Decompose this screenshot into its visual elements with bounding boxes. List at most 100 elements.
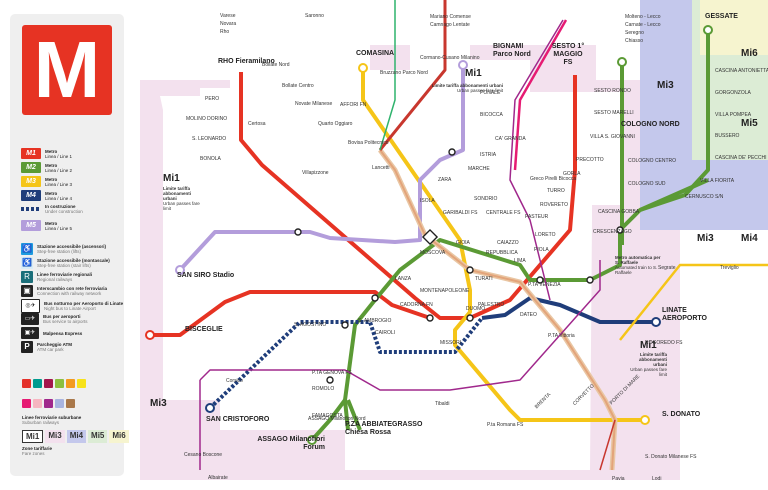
station-s-leonardo[interactable]: S. LEONARDO (192, 136, 227, 142)
station-gioia[interactable]: GIOIA (456, 240, 470, 246)
station-bussero[interactable]: BUSSERO (715, 133, 740, 139)
station-repubblica[interactable]: REPUBBLICA (486, 250, 518, 256)
station-piola[interactable]: PIOLA (534, 247, 549, 253)
zone-label-mi3-right: Mi3 (697, 233, 714, 244)
dashed-line-icon (21, 207, 41, 211)
station-precotto[interactable]: PRECOTTO (576, 157, 604, 163)
station-villa-pompea[interactable]: VILLA POMPEA (715, 112, 752, 118)
terminal-sesto[interactable]: SESTO 1° MAGGIO FS (551, 43, 585, 66)
station-pza-genova[interactable]: P.TA GENOVA FS (312, 370, 352, 376)
station-assago-nord[interactable]: ASSAGO Milanofiori Nord (308, 416, 366, 422)
station-cadorna[interactable]: CADORNA FN (400, 302, 433, 308)
station-moscova[interactable]: MOSCOVA (420, 250, 446, 256)
station-turati[interactable]: TURATI (475, 276, 493, 282)
destination-pavia: Pavia (612, 476, 625, 482)
station-villa-s-giovanni[interactable]: VILLA S. GIOVANNI (590, 134, 635, 140)
station-bollate-nord[interactable]: Bollate Nord (262, 62, 290, 68)
station-cairoli[interactable]: CAIROLI (375, 330, 396, 336)
station-corsico[interactable]: Corsico (226, 378, 243, 384)
station-segrate[interactable]: Segrate (658, 265, 676, 271)
destination-rho: Rho (220, 29, 230, 35)
station-pasteur[interactable]: PASTEUR (525, 214, 549, 220)
station-isola[interactable]: ISOLA (420, 198, 435, 204)
station-romolo[interactable]: ROMOLO (312, 386, 335, 392)
station-greco[interactable]: Greco Pirelli Bicocca (530, 176, 577, 182)
station-marche[interactable]: MARCHE (468, 166, 490, 172)
station-duomo[interactable]: DUOMO (466, 306, 486, 312)
station-cologno-centro[interactable]: COLOGNO CENTRO (628, 158, 677, 164)
station-pero[interactable]: PERO (205, 96, 220, 102)
regional-rail-icon: R (21, 271, 33, 283)
station-ca-granda[interactable]: CA' GRANDA (495, 136, 526, 142)
station-cascina-de-pecchi[interactable]: CASCINA DE' PECCHI (715, 155, 767, 161)
station-sesto-rondo[interactable]: SESTO RONDO (594, 88, 631, 94)
station-tibaldi[interactable]: Tibaldi (435, 401, 450, 407)
station-cernusco[interactable]: CERNUSCO S/N (685, 194, 724, 200)
station-cormano[interactable]: Cormano-Cusano Milanino (420, 55, 480, 61)
destination-carnate: Carnate - Lecco (625, 22, 661, 28)
destination-lodi: Lodi (652, 476, 662, 482)
station-istria[interactable]: ISTRIA (480, 152, 497, 158)
terminal-s-donato[interactable]: S. DONATO (662, 411, 701, 418)
legend-step-free-lifts: ♿ Stazione accessibile (ascensori)Step-f… (21, 243, 107, 255)
station-p-vittoria[interactable]: P.TA Vittoria (548, 333, 575, 339)
station-cascina-gobba[interactable]: CASCINA GOBBA (598, 209, 640, 215)
station-bonola[interactable]: BONOLA (200, 156, 221, 162)
station-famagosta[interactable]: FAMAGOSTA (312, 413, 343, 419)
station-montenapoleone[interactable]: MONTENAPOLEONE (420, 288, 470, 294)
station-centrale[interactable]: CENTRALE FS (486, 210, 521, 216)
station-dateo[interactable]: DATEO (520, 312, 537, 318)
station-s-agostino[interactable]: S. AGOSTINO (294, 322, 327, 328)
station-p-venezia[interactable]: P.TA VENEZIA (528, 282, 561, 288)
station-cologno-sud[interactable]: COLOGNO SUD (628, 181, 666, 187)
terminal-abbiategrasso[interactable]: P.ZA ABBIATEGRASSO Chiesa Rossa (345, 421, 423, 436)
station-quarto-oggiaro[interactable]: Quarto Oggiaro (318, 121, 353, 127)
terminal-cologno-nord[interactable]: COLOGNO NORD (621, 121, 680, 128)
station-lancetti[interactable]: Lancetti (372, 165, 390, 171)
station-cascina-antonietta[interactable]: CASCINA ANTONIETTA (715, 68, 768, 74)
station-palestro[interactable]: PALESTRO (478, 302, 505, 308)
station-bicocca[interactable]: BICOCCA (480, 112, 503, 118)
terminal-san-cristoforo[interactable]: SAN CRISTOFORO (206, 416, 270, 423)
station-lanza[interactable]: LANZA (395, 276, 412, 282)
station-pta-romana-fs[interactable]: P.ta Romana FS (487, 422, 524, 428)
station-s-ambrogio[interactable]: S. AMBROGIO (358, 318, 392, 324)
station-s-donato-fs[interactable]: S. Donato Milanese FS (645, 454, 697, 460)
station-missori[interactable]: MISSORI (440, 340, 462, 346)
terminal-linate[interactable]: LINATE AEROPORTO (662, 307, 707, 322)
terminal-bisceglie[interactable]: BISCEGLIE (185, 326, 223, 333)
station-caiazzo[interactable]: CAIAZZO (497, 240, 519, 246)
station-sondrio[interactable]: SONDRIO (474, 196, 498, 202)
station-molino-dorino[interactable]: MOLINO DORINO (186, 116, 228, 122)
station-cesano-boscone[interactable]: Cesano Boscone (184, 452, 223, 458)
station-novate[interactable]: Novate Milanese (295, 101, 333, 107)
station-rovereto[interactable]: ROVERETO (540, 202, 568, 208)
station-rogoredo[interactable]: ROGOREDO FS (645, 340, 683, 346)
station-affori-fn[interactable]: AFFORI FN (340, 102, 367, 108)
station-bovisa[interactable]: Bovisa Politecnico (348, 140, 389, 146)
station-lima[interactable]: LIMA (514, 258, 526, 264)
station-gorgonzola[interactable]: GORGONZOLA (715, 90, 751, 96)
station-ponale[interactable]: PONALE (480, 90, 501, 96)
station-villapizzone[interactable]: Villapizzone (302, 170, 329, 176)
terminal-gessate[interactable]: GESSATE (705, 13, 738, 20)
terminal-assago-forum[interactable]: ASSAGO Milanofiori Forum (257, 436, 325, 451)
terminal-bignami[interactable]: BIGNAMI Parco Nord (493, 43, 531, 58)
station-crescenzago[interactable]: CRESCENZAGO (593, 229, 632, 235)
station-zara[interactable]: ZARA (438, 177, 452, 183)
station-villa-fiorita[interactable]: VILLA FIORITA (700, 178, 735, 184)
station-loreto[interactable]: LORETO (535, 232, 556, 238)
wheelchair-icon: ♿ (21, 243, 33, 255)
station-bruzzano[interactable]: Bruzzano Parco Nord (380, 70, 428, 76)
terminal-rho-fieramilano[interactable]: RHO Fieramilano (218, 58, 275, 65)
station-turro[interactable]: TURRO (547, 188, 565, 194)
terminal-san-siro[interactable]: SAN SIRO Stadio (177, 272, 235, 279)
station-garibaldi[interactable]: GARIBALDI FS (443, 210, 478, 216)
station-sesto-marelli[interactable]: SESTO MARELLI (594, 110, 634, 116)
station-certosa[interactable]: Certosa (248, 121, 266, 127)
station-bollate-centro[interactable]: Bollate Centro (282, 83, 314, 89)
station-gorla[interactable]: GORLA (563, 171, 581, 177)
terminal-comasina[interactable]: COMASINA (356, 50, 395, 57)
